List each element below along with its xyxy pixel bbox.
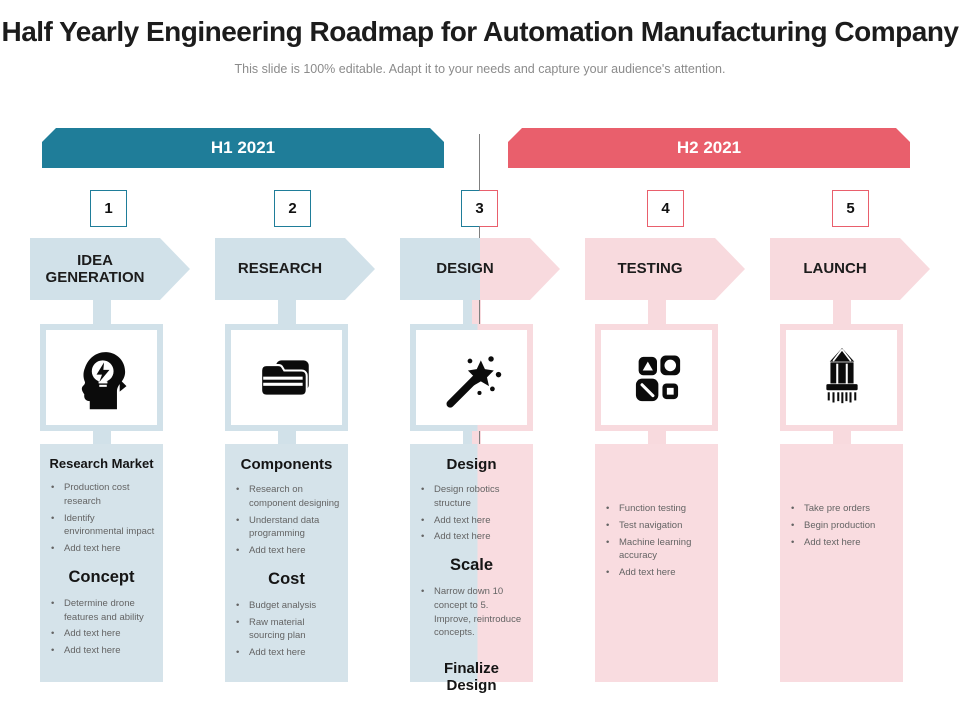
phase-arrow-idea-generation[interactable]: IDEA GENERATION [30, 238, 190, 300]
shapes-grid-icon [601, 330, 712, 425]
head-lightbulb-icon [46, 330, 157, 425]
connector-stem [463, 429, 481, 445]
icon-frame-idea-generation [40, 324, 163, 431]
bullet-item: Research on component designing [232, 483, 341, 511]
bullet-list: Production cost research Identify enviro… [47, 481, 156, 556]
h2-2021-bar[interactable]: H2 2021 [508, 128, 910, 168]
connector-stem [833, 429, 851, 445]
phase-arrow-launch[interactable]: LAUNCH [770, 238, 930, 300]
phase-arrow-testing[interactable]: TESTING [585, 238, 745, 300]
connector-stem [463, 299, 481, 326]
bullet-list: Take pre orders Begin production Add tex… [787, 502, 896, 549]
bullet-item: Function testing [602, 502, 711, 516]
page-subtitle: This slide is 100% editable. Adapt it to… [234, 62, 726, 76]
bullet-item: Add text here [47, 542, 156, 556]
bullet-list: Function testing Test navigation Machine… [602, 502, 711, 580]
bullet-item: Identify environmental impact [47, 512, 156, 540]
step-number-4[interactable]: 4 [647, 190, 684, 227]
phase-panel-testing[interactable]: Function testing Test navigation Machine… [595, 444, 718, 682]
step-number-2[interactable]: 2 [274, 190, 311, 227]
bullet-item: Add text here [787, 536, 896, 550]
section-heading: Concept [68, 567, 135, 586]
section-heading: Research Market [49, 456, 154, 471]
connector-stem [93, 299, 111, 326]
icon-frame-research [225, 324, 348, 431]
connector-stem [278, 429, 296, 445]
section-heading: Components [240, 456, 333, 473]
phase-panel-design[interactable]: Design Design robotics structure Add tex… [410, 444, 533, 694]
phase-panel-research[interactable]: Components Research on component designi… [225, 444, 348, 682]
step-number-5[interactable]: 5 [832, 190, 869, 227]
bullet-item: Add text here [47, 644, 156, 658]
connector-stem [648, 429, 666, 445]
bullet-item: Add text here [47, 627, 156, 641]
bank-building-icon [786, 330, 897, 425]
icon-frame-testing [595, 324, 718, 431]
bullet-item: Narrow down 10 concept to 5. Improve, re… [417, 585, 526, 640]
panel-footer-heading: Finalize Design [443, 660, 499, 695]
bullet-list: Research on component designing Understa… [232, 483, 341, 558]
bullet-item: Add text here [232, 646, 341, 660]
connector-stem [833, 299, 851, 326]
folder-icon [231, 330, 342, 425]
bullet-item: Determine drone features and ability [47, 597, 156, 625]
bullet-list: Narrow down 10 concept to 5. Improve, re… [417, 585, 526, 640]
phase-arrow-design[interactable]: DESIGN [400, 238, 560, 300]
connector-stem [93, 429, 111, 445]
phase-panel-idea-generation[interactable]: Research Market Production cost research… [40, 444, 163, 682]
phase-arrow-research[interactable]: RESEARCH [215, 238, 375, 300]
bullet-list: Determine drone features and ability Add… [47, 597, 156, 658]
bullet-item: Raw material sourcing plan [232, 616, 341, 644]
section-heading: Design [446, 456, 497, 473]
bullet-item: Production cost research [47, 481, 156, 509]
bullet-item: Add text here [417, 530, 526, 544]
bullet-item: Begin production [787, 519, 896, 533]
bullet-item: Budget analysis [232, 599, 341, 613]
h1-2021-bar[interactable]: H1 2021 [42, 128, 444, 168]
icon-frame-design [410, 324, 533, 431]
connector-stem [278, 299, 296, 326]
h2-2021-label: H2 2021 [676, 138, 742, 157]
section-heading: Scale [449, 556, 494, 575]
step-number-1[interactable]: 1 [90, 190, 127, 227]
h1-2021-label: H1 2021 [210, 138, 276, 157]
bullet-item: Take pre orders [787, 502, 896, 516]
magic-wand-icon [416, 330, 527, 425]
bullet-list: Budget analysis Raw material sourcing pl… [232, 599, 341, 660]
bullet-item: Machine learning accuracy [602, 536, 711, 564]
page-title: Half Yearly Engineering Roadmap for Auto… [1, 16, 959, 47]
bullet-item: Test navigation [602, 519, 711, 533]
bullet-item: Add text here [602, 566, 711, 580]
section-heading: Cost [268, 569, 305, 588]
bullet-list: Design robotics structure Add text here … [417, 483, 526, 544]
phase-panel-launch[interactable]: Take pre orders Begin production Add tex… [780, 444, 903, 682]
bullet-item: Design robotics structure [417, 483, 526, 511]
bullet-item: Add text here [232, 544, 341, 558]
connector-stem [648, 299, 666, 326]
bullet-item: Understand data programming [232, 514, 341, 542]
bullet-item: Add text here [417, 514, 526, 528]
icon-frame-launch [780, 324, 903, 431]
step-number-3[interactable]: 3 [461, 190, 498, 227]
